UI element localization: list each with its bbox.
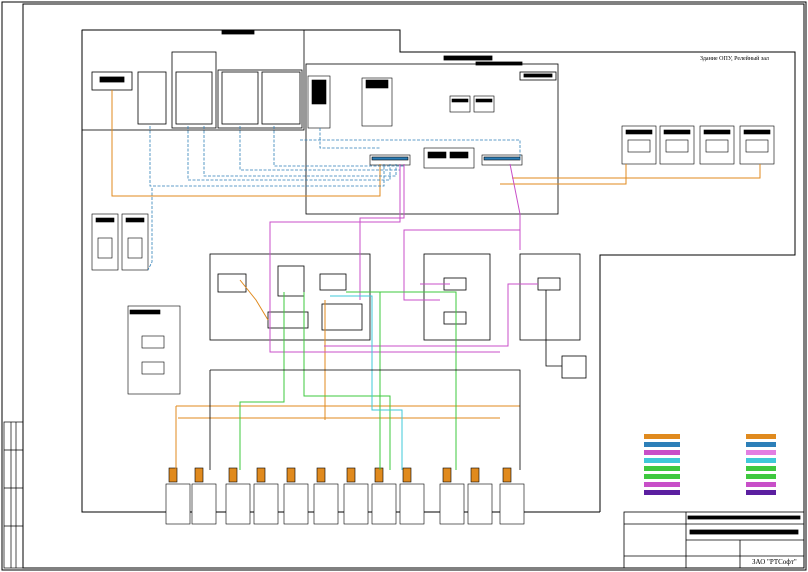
terminal-block xyxy=(374,467,384,483)
cables-dark xyxy=(209,290,562,470)
terminal-block xyxy=(442,467,452,483)
terminal-block xyxy=(228,467,238,483)
terminal-cabinet xyxy=(253,483,279,525)
legend-swatch-right xyxy=(746,458,776,463)
terminal-cabinet xyxy=(225,483,251,525)
left-margin-stamp xyxy=(3,421,24,569)
legend-swatch-right xyxy=(746,442,776,447)
company-stamp: ЗАО "РТСофт" xyxy=(752,558,797,566)
legend-swatch xyxy=(644,490,680,495)
terminal-cabinet xyxy=(283,483,309,525)
bottom-cabinets xyxy=(165,467,525,525)
main-enclosure xyxy=(221,29,559,215)
location-label: Здание ОПУ, Релейный зал xyxy=(700,56,769,62)
terminal-block xyxy=(470,467,480,483)
terminal-block xyxy=(194,467,204,483)
legend-swatch-right xyxy=(746,434,776,439)
legend-swatch xyxy=(644,482,680,487)
cabinet-group-top-left xyxy=(81,29,305,131)
right-top-devices xyxy=(621,125,775,165)
terminal-cabinet xyxy=(499,483,525,525)
legend-swatch-right xyxy=(746,450,776,455)
terminal-block xyxy=(316,467,326,483)
cables-blue xyxy=(147,126,521,271)
terminal-cabinet xyxy=(343,483,369,525)
terminal-cabinet xyxy=(165,483,191,525)
terminal-block xyxy=(402,467,412,483)
terminal-cabinet xyxy=(371,483,397,525)
terminal-cabinet xyxy=(191,483,217,525)
terminal-block xyxy=(168,467,178,483)
middle-enclosure xyxy=(209,253,587,379)
terminal-block xyxy=(346,467,356,483)
legend-swatch-right xyxy=(746,474,776,479)
terminal-cabinet xyxy=(467,483,493,525)
legend-swatch-right xyxy=(746,490,776,495)
legend-area xyxy=(644,434,776,495)
left-small-panels xyxy=(91,213,181,395)
cables-orange xyxy=(111,90,761,470)
legend-swatch xyxy=(644,450,680,455)
cables-cyan xyxy=(330,295,403,470)
legend-swatch xyxy=(644,466,680,471)
terminal-cabinet xyxy=(399,483,425,525)
building-outline xyxy=(81,29,796,513)
legend-swatch-right xyxy=(746,466,776,471)
main-modules xyxy=(307,75,523,169)
legend-swatch xyxy=(644,458,680,463)
terminal-cabinet xyxy=(439,483,465,525)
terminal-block xyxy=(502,467,512,483)
terminal-block xyxy=(286,467,296,483)
cables-magenta xyxy=(269,163,538,353)
legend-swatch xyxy=(644,474,680,479)
title-block xyxy=(623,511,805,569)
terminal-cabinet xyxy=(313,483,339,525)
legend-swatch-right xyxy=(746,482,776,487)
legend-swatch xyxy=(644,434,680,439)
legend-swatch xyxy=(644,442,680,447)
cables-green xyxy=(239,291,457,470)
terminal-block xyxy=(256,467,266,483)
